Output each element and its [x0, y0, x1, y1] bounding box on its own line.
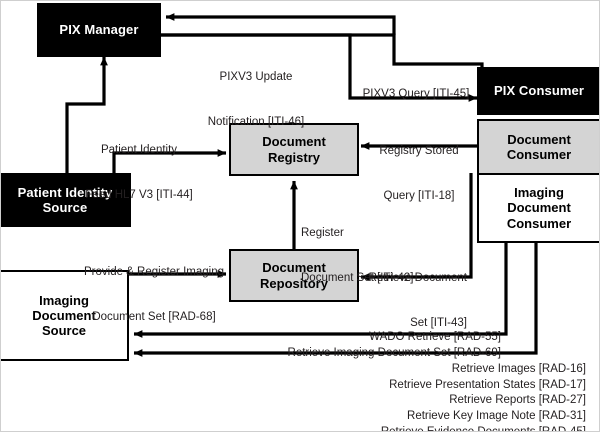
transaction-label-iti-18: Registry Stored Query [ITI-18] — [363, 115, 475, 233]
connector-iti-44 — [65, 56, 108, 223]
transaction-label-iti-43: Retrieve Document Set [ITI-43] — [349, 242, 467, 360]
transaction-label-iti-45-line1: PIXV3 Query [ITI-45] — [362, 88, 470, 101]
actor-imaging-document-consumer[interactable]: Imaging Document Consumer — [479, 175, 599, 241]
transaction-label-retrieve-group: Retrieve Images [RAD-16] Retrieve Presen… — [321, 362, 586, 432]
connector-iti-45-arrow — [165, 13, 396, 35]
transaction-label-iti-44-line2: Feed HL7 V3 [ITI-44] — [85, 188, 193, 201]
transaction-label-rad-68: Provide & Register Imaging Document Set … — [63, 236, 245, 354]
transaction-label-rad-17: Retrieve Presentation States [RAD-17] — [389, 378, 586, 391]
actor-imaging-document-source-label-3: Source — [41, 323, 87, 339]
transaction-label-iti-43-line2: Set [ITI-43] — [410, 316, 467, 329]
transaction-label-iti-44: Patient Identity Feed HL7 V3 [ITI-44] — [69, 114, 209, 232]
transaction-label-iti-46: PIXV3 Update Notification [ITI-46] — [181, 41, 331, 159]
transaction-label-rad-69-line1: Retrieve Imaging Document Set [RAD-69] — [287, 347, 501, 360]
transaction-label-iti-44-line1: Patient Identity — [100, 144, 178, 157]
transaction-label-rad-55: WADO Retrieve [RAD-55] — [269, 301, 501, 375]
actor-pix-manager-label: PIX Manager — [59, 22, 139, 38]
actor-imaging-document-consumer-label-2: Document — [507, 200, 571, 216]
transaction-label-rad-68-line2: Document Set [RAD-68] — [92, 310, 216, 323]
actor-imaging-document-source-label-2: Document — [32, 307, 96, 323]
transaction-label-rad-16: Retrieve Images [RAD-16] — [451, 363, 586, 375]
actor-imaging-document-consumer-label-3: Consumer — [506, 215, 572, 231]
actor-document-registry-label-2: Registry — [267, 149, 321, 165]
actor-group-consumer-stack: Document Consumer Imaging Document Consu… — [477, 119, 599, 243]
transaction-label-rad-27: Retrieve Reports [RAD-27] — [449, 394, 586, 407]
actor-document-registry[interactable]: Document Registry — [229, 123, 359, 176]
connector-rad-55-69 — [133, 242, 508, 338]
transaction-label-iti-18-line2: Query [ITI-18] — [383, 189, 455, 202]
transaction-label-rad-69: Retrieve Imaging Document Set [RAD-69] — [269, 317, 501, 391]
actor-pix-consumer[interactable]: PIX Consumer — [477, 67, 599, 115]
transaction-label-rad-68-line1: Provide & Register Imaging — [84, 266, 224, 279]
actor-pix-manager[interactable]: PIX Manager — [37, 3, 161, 57]
connector-iti-46 — [161, 33, 478, 102]
actor-document-repository-label-1: Document — [262, 260, 326, 276]
actor-imaging-document-consumer-label-1: Imaging — [514, 185, 564, 200]
transaction-label-iti-42-line1: Register — [301, 227, 344, 240]
actor-document-repository[interactable]: Document Repository — [229, 249, 359, 302]
transaction-label-iti-46-line1: PIXV3 Update — [219, 71, 293, 84]
connector-retrieve-group — [133, 242, 538, 357]
actor-document-registry-label-1: Document — [262, 134, 326, 150]
actor-document-consumer-label-1: Document — [507, 131, 571, 147]
transaction-label-iti-46-line2: Notification [ITI-46] — [207, 115, 305, 128]
transaction-label-iti-43-line1: Retrieve Document — [368, 272, 467, 285]
transaction-label-iti-45: PIXV3 Query [ITI-45] — [346, 58, 486, 132]
actor-imaging-document-source-label-1: Imaging — [39, 292, 89, 308]
transaction-label-rad-45: Retrieve Evidence Documents [RAD-45] — [380, 425, 586, 432]
transaction-label-rad-31: Retrieve Key Image Note [RAD-31] — [407, 409, 586, 422]
transaction-label-iti-18-line1: Registry Stored — [379, 145, 459, 158]
actor-patient-identity-source-label-1: Patient Identity — [17, 184, 113, 200]
actor-pix-consumer-label: PIX Consumer — [493, 83, 585, 99]
actor-document-repository-label-2: Repository — [260, 275, 328, 291]
transaction-label-rad-55-line1: WADO Retrieve [RAD-55] — [369, 331, 501, 344]
actor-imaging-document-source[interactable]: Imaging Document Source — [1, 270, 129, 361]
connector-iti-43 — [360, 173, 473, 281]
actor-patient-identity-source[interactable]: Patient Identity Source — [1, 173, 131, 227]
actor-document-consumer[interactable]: Document Consumer — [479, 121, 599, 175]
actor-patient-identity-source-label-2: Source — [42, 200, 88, 215]
actor-document-consumer-label-2: Consumer — [506, 147, 572, 162]
